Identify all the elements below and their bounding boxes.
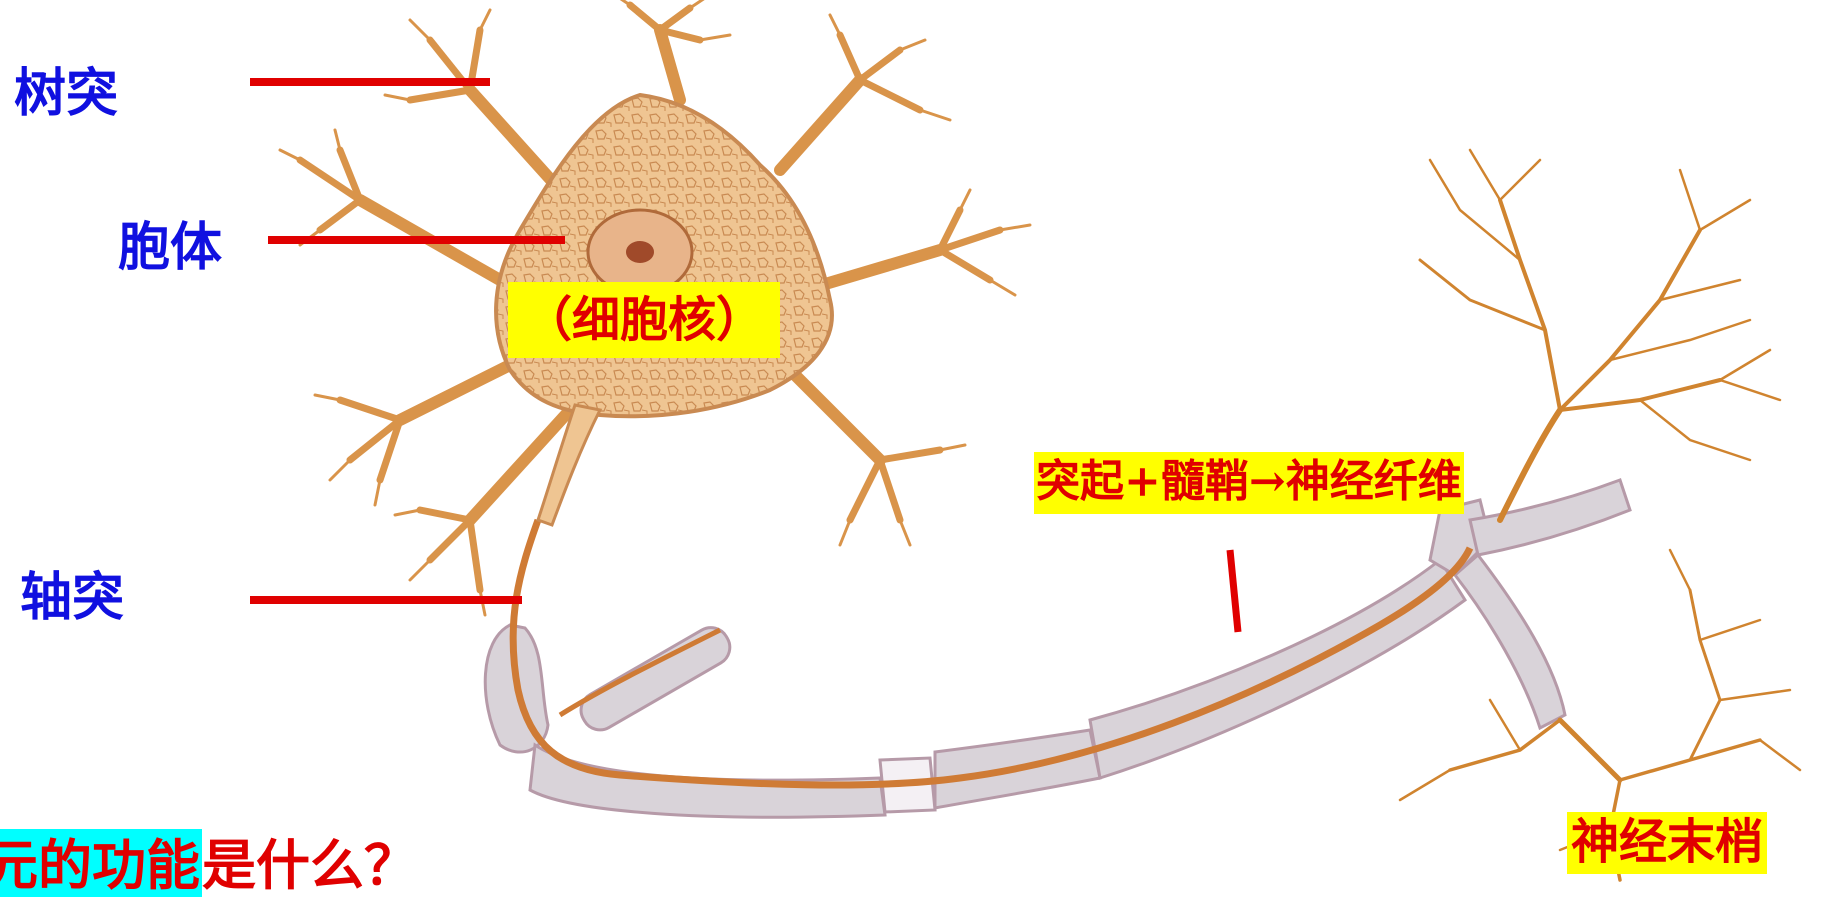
question-text: 元的功能是什么？ <box>0 838 418 892</box>
nucleolus-shape <box>626 241 654 263</box>
question-highlighted-part: 元的功能 <box>0 829 202 897</box>
question-rest: 是什么？ <box>202 833 418 897</box>
axon-hillock-shape <box>538 405 600 525</box>
nucleus-label: （细胞核） <box>508 282 780 358</box>
nerve-ending-label: 神经末梢 <box>1567 812 1767 874</box>
nerve-ending-upper <box>1420 150 1780 520</box>
axon-label: 轴突 <box>20 572 124 624</box>
dendrite-label: 树突 <box>14 68 118 120</box>
nerve-fiber-label: 突起+髓鞘→神经纤维 <box>1034 452 1464 514</box>
soma-label: 胞体 <box>118 222 222 274</box>
fiber-pointer <box>1230 550 1238 632</box>
